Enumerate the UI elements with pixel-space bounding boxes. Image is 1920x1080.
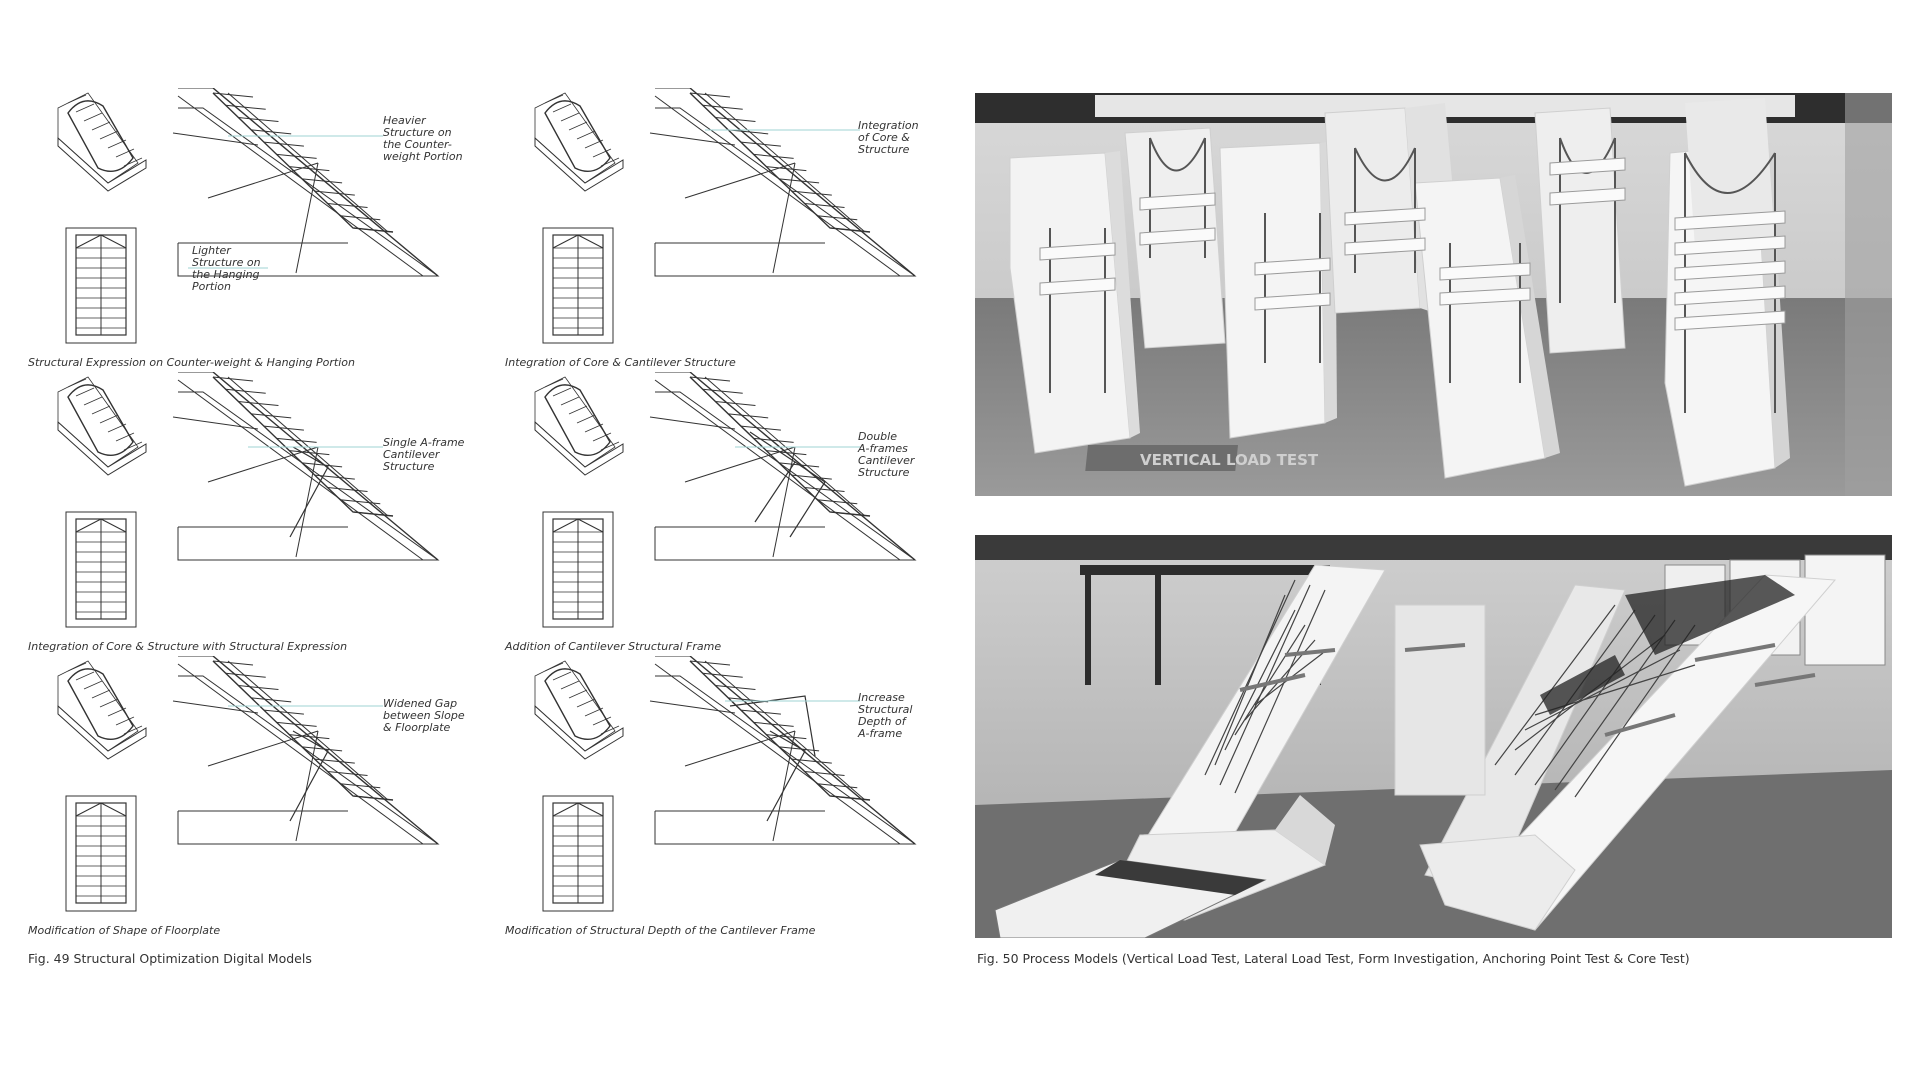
annotation-double-a-frames: Double A-frames Cantilever Structure bbox=[858, 430, 915, 479]
annotation-heavier-structure: Heavier Structure on the Counter- weight… bbox=[383, 114, 463, 163]
diagram-cell-5 bbox=[28, 656, 508, 936]
structure-diagram-2 bbox=[534, 88, 917, 344]
structure-diagram-4 bbox=[534, 372, 917, 628]
structure-diagram-1 bbox=[57, 88, 440, 344]
annotation-widened-gap: Widened Gap between Slope & Floorplate bbox=[383, 697, 465, 734]
photo-bottom-illustration bbox=[975, 535, 1892, 938]
structure-diagram-5 bbox=[57, 656, 440, 912]
fig-50-caption: Fig. 50 Process Models (Vertical Load Te… bbox=[977, 951, 1690, 966]
diagram-caption-1: Structural Expression on Counter-weight … bbox=[28, 356, 355, 369]
fig-49-caption: Fig. 49 Structural Optimization Digital … bbox=[28, 951, 312, 966]
diagram-caption-4: Addition of Cantilever Structural Frame bbox=[505, 640, 722, 653]
diagram-cell-4 bbox=[505, 372, 985, 652]
diagram-cell-2 bbox=[505, 88, 985, 368]
diagram-cell-6 bbox=[505, 656, 985, 936]
structure-diagram-6 bbox=[534, 656, 917, 912]
diagram-cell-3 bbox=[28, 372, 508, 652]
annotation-lighter-structure: Lighter Structure on the Hanging Portion bbox=[192, 244, 261, 293]
structure-diagram-3 bbox=[57, 372, 440, 628]
annotation-single-a-frame: Single A-frame Cantilever Structure bbox=[383, 436, 465, 473]
diagram-caption-3: Integration of Core & Structure with Str… bbox=[28, 640, 348, 653]
process-photo-vertical-load: VERTICAL LOAD TEST bbox=[975, 93, 1892, 496]
process-photo-lateral-load bbox=[975, 535, 1892, 938]
photo-top-illustration: VERTICAL LOAD TEST bbox=[975, 93, 1892, 496]
diagram-caption-2: Integration of Core & Cantilever Structu… bbox=[505, 356, 736, 369]
annotation-integration-core: Integration of Core & Structure bbox=[858, 119, 919, 156]
diagram-caption-5: Modification of Shape of Floorplate bbox=[28, 924, 221, 937]
diagram-caption-6: Modification of Structural Depth of the … bbox=[505, 924, 816, 937]
diagram-cell-1 bbox=[28, 88, 508, 368]
vertical-load-test-sign: VERTICAL LOAD TEST bbox=[1140, 451, 1319, 469]
annotation-increase-depth: Increase Structural Depth of A-frame bbox=[858, 691, 913, 740]
